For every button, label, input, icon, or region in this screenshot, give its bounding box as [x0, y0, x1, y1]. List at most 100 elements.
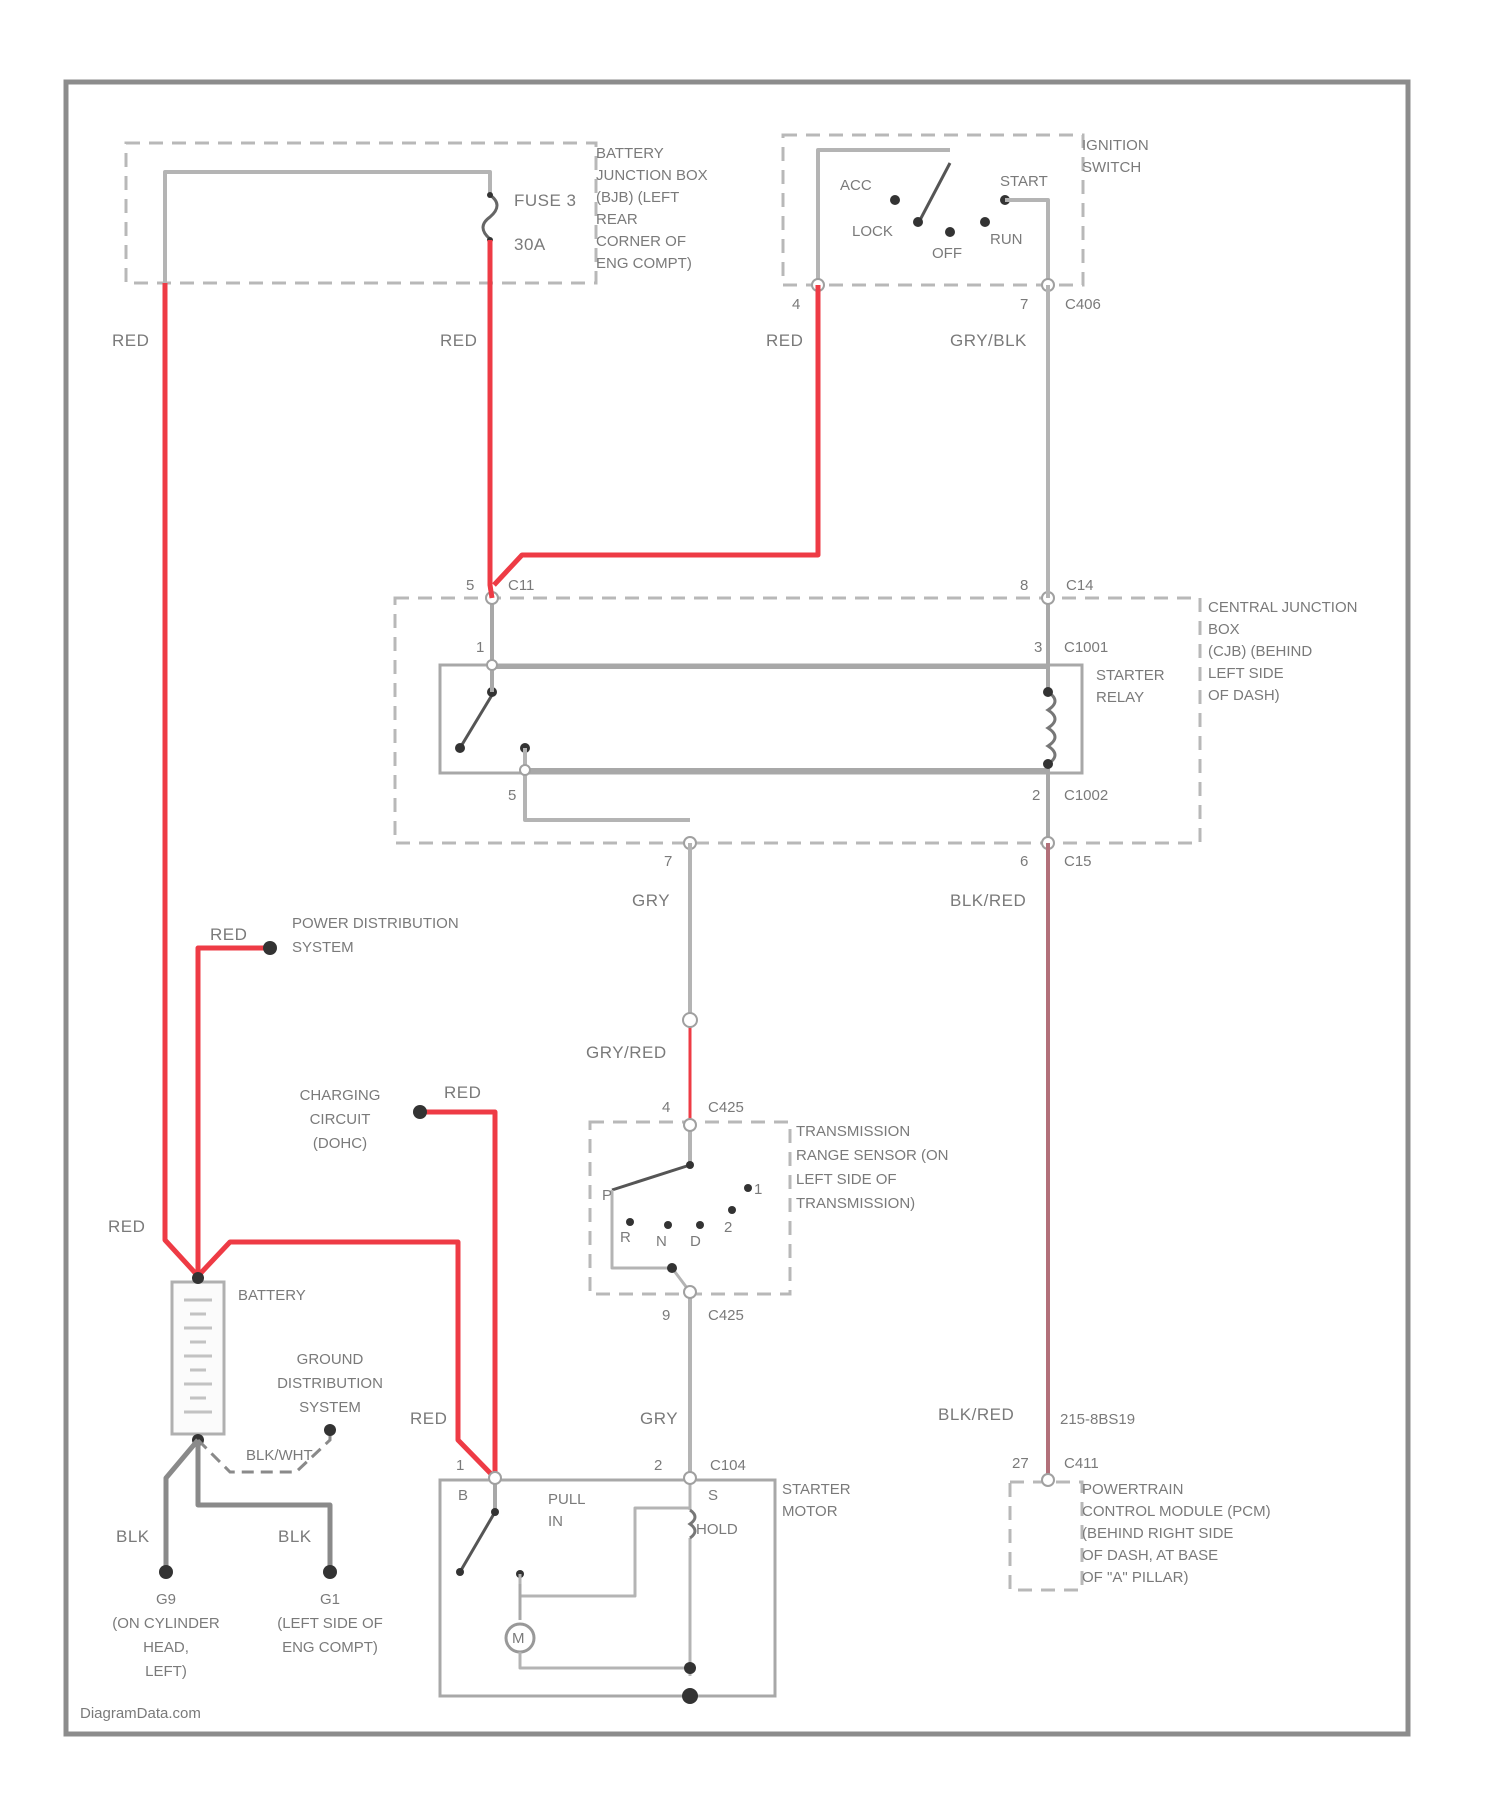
ground-g1-label: G1 — [320, 1591, 340, 1608]
connector-c14: C14 — [1066, 577, 1094, 594]
trs-switch-blade — [612, 1165, 690, 1190]
pcm-box — [1010, 1482, 1082, 1590]
trs-pos-1: 1 — [754, 1181, 762, 1198]
pin-cjb-bot-l: 7 — [664, 853, 672, 870]
connector-c425-bot: C425 — [708, 1307, 744, 1324]
wire-label-gry-1: GRY — [632, 891, 670, 910]
starter-hold-coil — [690, 1510, 695, 1538]
ground-g9-label: G9 — [156, 1591, 176, 1608]
connector-c11: C11 — [508, 577, 534, 594]
starter-s-label: S — [708, 1487, 718, 1504]
starter-relay-box — [440, 665, 1082, 773]
pin-starter-2: 2 — [654, 1457, 662, 1474]
pcm-ref-code: 215-8BS19 — [1060, 1411, 1135, 1428]
wire-fuse-to-cjb — [490, 240, 492, 598]
bjb-internal-bus — [165, 172, 490, 283]
pin-relay-2: 2 — [1032, 787, 1040, 804]
pin-relay-3: 3 — [1034, 639, 1042, 656]
trs-pos-r: R — [620, 1229, 631, 1246]
wire-label-red-4: RED — [210, 925, 247, 944]
starter-terminal-2 — [684, 1472, 696, 1484]
wire-label-blk-wht: BLK/WHT — [246, 1447, 313, 1464]
ign-pos-acc: ACC — [840, 177, 872, 194]
ign-pos-start: START — [1000, 173, 1048, 190]
wire-battery-to-bjb — [165, 283, 198, 1276]
inline-connector — [683, 1013, 697, 1027]
connector-c425-top: C425 — [708, 1099, 744, 1116]
connector-c406: C406 — [1065, 296, 1101, 313]
connector-c1002: C1002 — [1064, 787, 1108, 804]
bjb-box — [126, 143, 596, 283]
relay-coil-icon — [1048, 692, 1055, 764]
ignition-switch-box — [783, 135, 1083, 285]
wire-label-red-6: RED — [108, 1217, 145, 1236]
ign-contact-run — [980, 217, 990, 227]
starter-solenoid-blade — [460, 1512, 495, 1572]
pin-relay-1: 1 — [476, 639, 484, 656]
watermark: DiagramData.com — [80, 1705, 201, 1722]
pin-trs-bot: 9 — [662, 1307, 670, 1324]
ground-g9-node — [159, 1565, 173, 1579]
fuse-3-icon — [483, 195, 497, 239]
connector-c15: C15 — [1064, 853, 1092, 870]
wire-label-red-5: RED — [444, 1083, 481, 1102]
battery-positive-node — [192, 1272, 204, 1284]
starter-hold-label: HOLD — [696, 1521, 738, 1538]
wire-ground-g9 — [166, 1440, 198, 1570]
connector-c411: C411 — [1064, 1455, 1099, 1472]
ign-pos-lock: LOCK — [852, 223, 893, 240]
ign-pos-off: OFF — [932, 245, 962, 262]
trs-pos-2: 2 — [724, 1219, 732, 1236]
ignition-switch-internal — [818, 150, 950, 285]
wire-ign-to-cjb — [494, 285, 818, 585]
trs-terminal-4 — [684, 1119, 696, 1131]
wire-label-blk-red-1: BLK/RED — [950, 891, 1026, 910]
starter-m-label: M — [512, 1630, 525, 1647]
pin-ign-a: 4 — [792, 296, 800, 313]
ign-contact-off — [945, 227, 955, 237]
connector-c1001: C1001 — [1064, 639, 1108, 656]
power-dist-label: POWER DISTRIBUTIONSYSTEM — [292, 915, 459, 956]
pin-relay-5: 5 — [508, 787, 516, 804]
wire-label-red-1: RED — [112, 331, 149, 350]
pin-trs-top: 4 — [662, 1099, 670, 1116]
trs-pos-d: D — [690, 1233, 701, 1250]
wire-label-red-2: RED — [440, 331, 477, 350]
charging-arrow — [413, 1105, 427, 1119]
connector-c104: C104 — [710, 1457, 746, 1474]
wire-label-blk-2: BLK — [278, 1527, 312, 1546]
ign-contact-acc — [890, 195, 900, 205]
pin-cjb-bot-r: 6 — [1020, 853, 1028, 870]
starter-terminal-1 — [489, 1472, 501, 1484]
fuse-rating: 30A — [514, 235, 546, 254]
trs-terminal-9 — [684, 1286, 696, 1298]
wire-label-red-3: RED — [766, 331, 803, 350]
power-dist-arrow — [263, 941, 277, 955]
pin-cjb-top-r: 8 — [1020, 577, 1028, 594]
ground-g1-location: (LEFT SIDE OFENG COMPT) — [277, 1615, 383, 1656]
pin-starter-1: 1 — [456, 1457, 464, 1474]
ignition-switch-blade — [920, 163, 950, 220]
pcm-terminal-27 — [1042, 1474, 1054, 1486]
ign-pos-run: RUN — [990, 231, 1023, 248]
pin-pcm-27: 27 — [1012, 1455, 1029, 1472]
fuse-label: FUSE 3 — [514, 191, 577, 210]
pin-cjb-top-l: 5 — [466, 577, 474, 594]
ign-contact-lock — [913, 217, 923, 227]
wire-label-gry-2: GRY — [640, 1409, 678, 1428]
ground-g1-node — [323, 1565, 337, 1579]
starter-ground-node — [682, 1688, 698, 1704]
diagram-frame — [66, 82, 1408, 1734]
relay-switch-blade — [460, 695, 492, 748]
